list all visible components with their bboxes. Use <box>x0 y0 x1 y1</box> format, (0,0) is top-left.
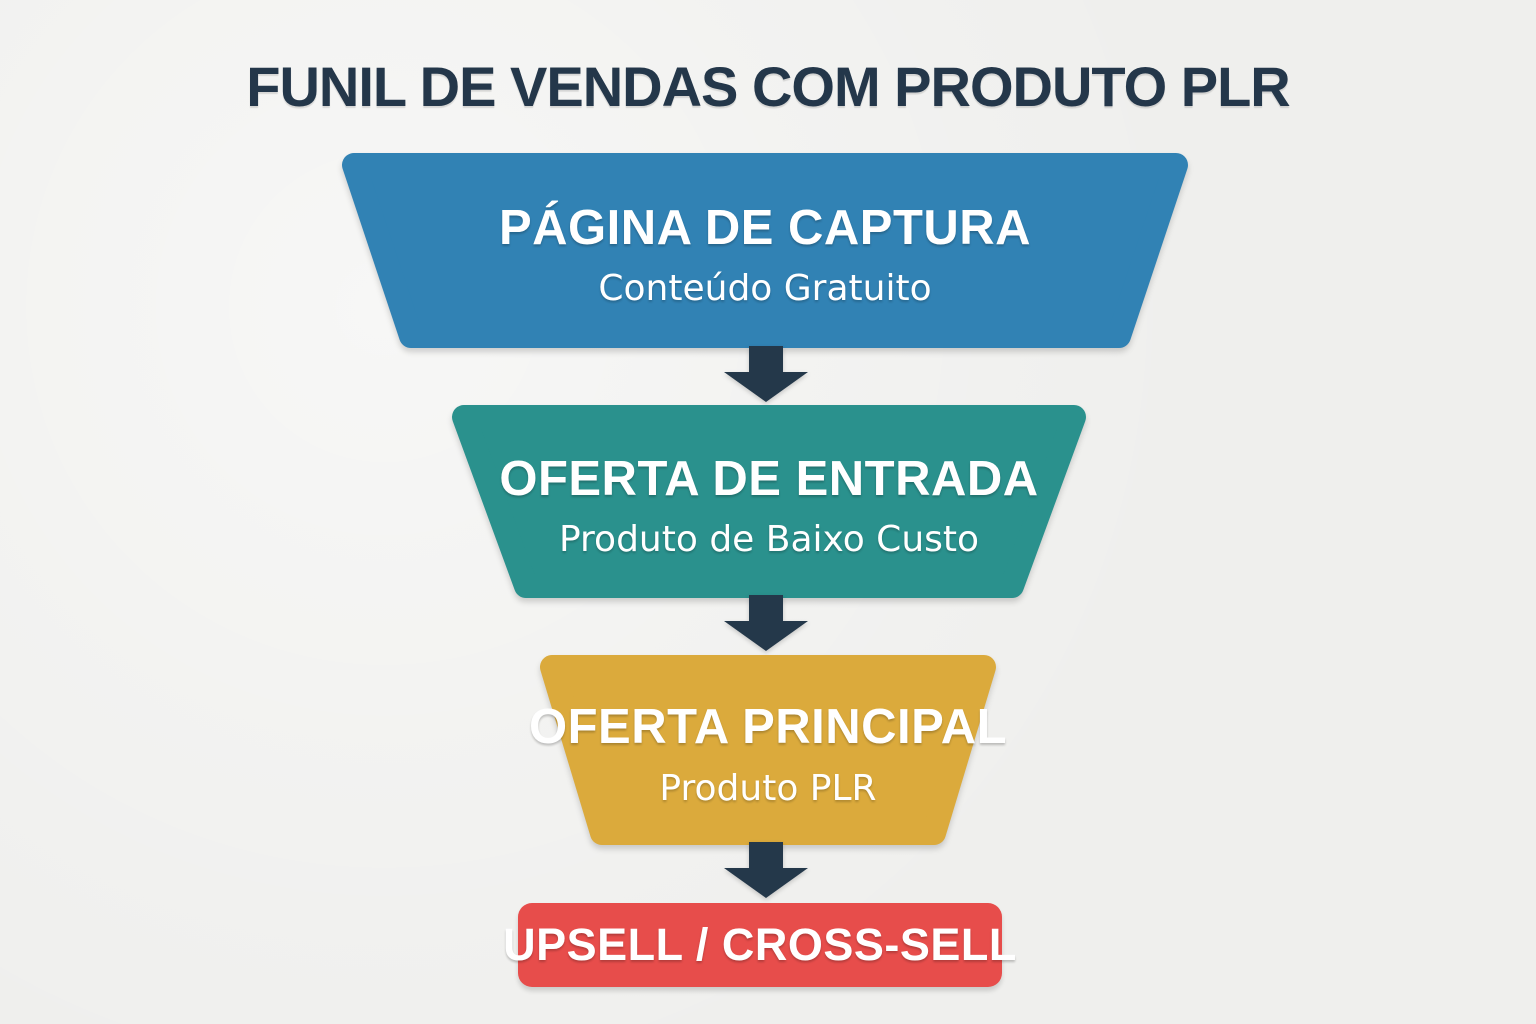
trapezoid-path <box>552 667 984 833</box>
diagram-title: FUNIL DE VENDAS COM PRODUTO PLR <box>246 55 1290 118</box>
trapezoid-shape-capture <box>342 153 1188 348</box>
trapezoid-shape-entry-offer <box>452 405 1086 598</box>
down-arrow-icon <box>724 595 808 651</box>
funnel-stage-capture: PÁGINA DE CAPTURA Conteúdo Gratuito <box>340 153 1190 348</box>
funnel-stage-entry-offer: OFERTA DE ENTRADA Produto de Baixo Custo <box>450 405 1088 598</box>
funnel-stage-main-offer: OFERTA PRINCIPAL Produto PLR <box>529 655 1007 845</box>
trapezoid-path <box>354 165 1176 336</box>
trapezoid-path <box>464 417 1074 586</box>
trapezoid-outline <box>452 405 1086 598</box>
trapezoid-outline <box>540 655 996 845</box>
trapezoid-outline <box>342 153 1188 348</box>
down-arrow-icon <box>724 346 808 402</box>
down-arrow-icon <box>724 842 808 898</box>
funnel-stage-upsell: UPSELL / CROSS-SELL <box>503 903 1016 987</box>
trapezoid-shape-main-offer <box>540 655 996 845</box>
final-stage-label: UPSELL / CROSS-SELL <box>503 919 1017 970</box>
